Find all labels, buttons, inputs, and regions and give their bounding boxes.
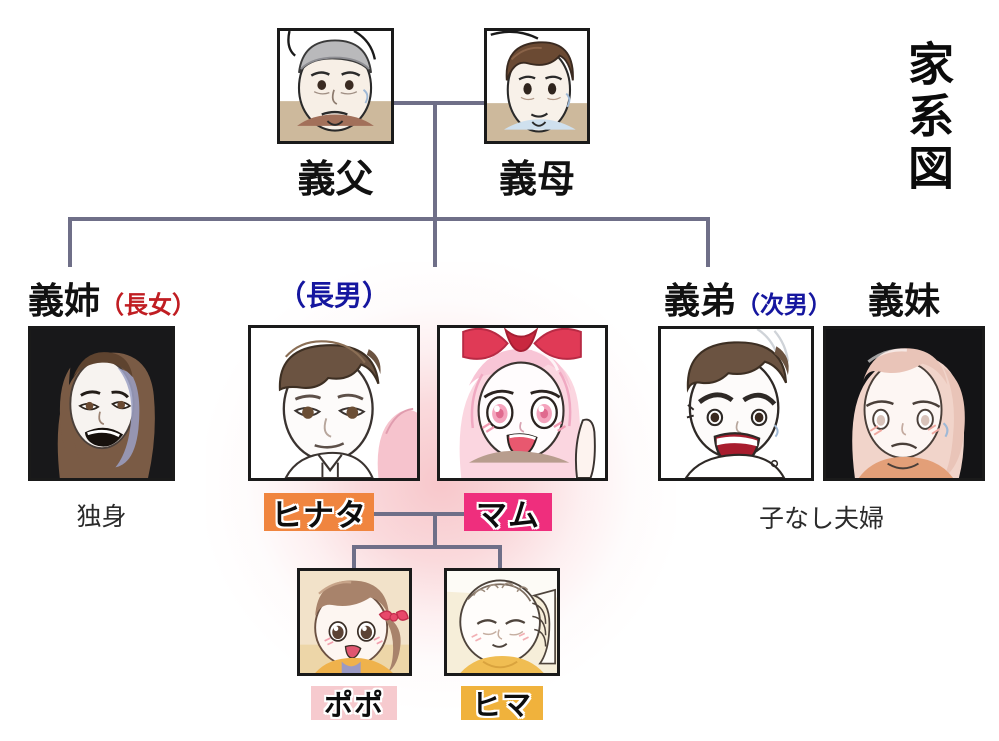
portrait-wife	[437, 325, 608, 481]
portrait-brother-in-law	[658, 326, 814, 481]
label-mother-in-law: 義母	[498, 157, 575, 201]
label-sister-in-law-younger: 義妹	[867, 281, 940, 322]
birth-order-eldest-daughter: （長女）	[100, 291, 197, 319]
label-brother-in-law: 義弟（次男）	[650, 272, 864, 324]
page-title: 家系図	[901, 40, 955, 196]
smirking-woman-portrait-art	[31, 329, 172, 478]
toddler-girl-portrait-art	[300, 571, 409, 673]
portrait-sister-in-law-younger	[823, 326, 985, 481]
connector-drop-daughter	[352, 545, 356, 569]
name-chip-mam: マム	[464, 493, 552, 534]
sleeping-baby-portrait-art	[447, 571, 557, 673]
young-man-portrait-art	[251, 328, 417, 478]
label-brother-in-law-text: 義弟	[664, 281, 737, 322]
portrait-daughter	[297, 568, 412, 676]
portrait-sister-in-law-eldest	[28, 326, 175, 481]
caption-single: 独身	[76, 502, 127, 531]
connector-grandparents-drop	[433, 101, 437, 220]
portrait-baby	[444, 568, 560, 676]
label-sister-in-law-eldest: 義姉（長女）	[14, 272, 218, 324]
connector-drop-second-son	[706, 217, 710, 267]
worried-woman-portrait-art	[826, 329, 982, 478]
connector-sibling-bar	[68, 217, 710, 221]
caption-childless-couple: 子なし夫婦	[758, 504, 884, 533]
label-father-in-law: 義父	[297, 157, 374, 201]
connector-couple-drop	[433, 512, 437, 547]
connector-grandparents-marriage	[393, 101, 485, 105]
name-chip-popo: ポポ	[311, 686, 397, 722]
birth-order-second-son: （次男）	[736, 291, 833, 319]
birth-order-eldest-son: （長男）	[277, 279, 390, 312]
connector-drop-eldest-son	[433, 217, 437, 267]
shouting-man-portrait-art	[661, 329, 811, 478]
portrait-mother-in-law	[484, 28, 590, 144]
portrait-father-in-law	[277, 28, 394, 144]
connector-children-bar	[352, 545, 502, 549]
pink-haired-woman-portrait-art	[440, 328, 605, 478]
connector-drop-baby	[498, 545, 502, 569]
connector-drop-sister-in-law	[68, 217, 72, 267]
elderly-woman-portrait-art	[487, 31, 587, 141]
portrait-husband	[248, 325, 420, 481]
elderly-man-portrait-art	[280, 31, 391, 141]
name-chip-hinata: ヒナタ	[264, 493, 374, 534]
name-chip-hima: ヒマ	[461, 686, 543, 722]
label-sister-in-law-text: 義姉	[28, 281, 101, 322]
